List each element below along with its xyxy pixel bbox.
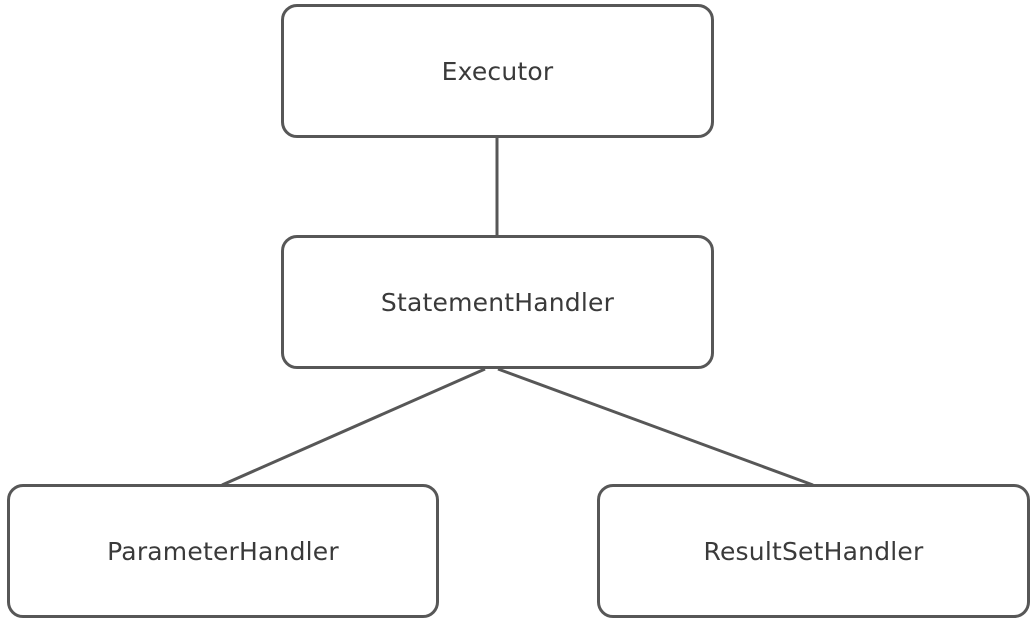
edge-statement-resultset [497,367,814,487]
statement-handler-node: StatementHandler [281,235,714,369]
executor-node: Executor [281,4,714,138]
parameter-handler-node: ParameterHandler [7,484,439,618]
statement-handler-label: StatementHandler [380,287,615,317]
result-set-handler-node: ResultSetHandler [597,484,1030,618]
executor-label: Executor [441,56,554,86]
edge-statement-parameter [221,367,486,487]
result-set-handler-label: ResultSetHandler [703,536,924,566]
parameter-handler-label: ParameterHandler [107,536,339,566]
